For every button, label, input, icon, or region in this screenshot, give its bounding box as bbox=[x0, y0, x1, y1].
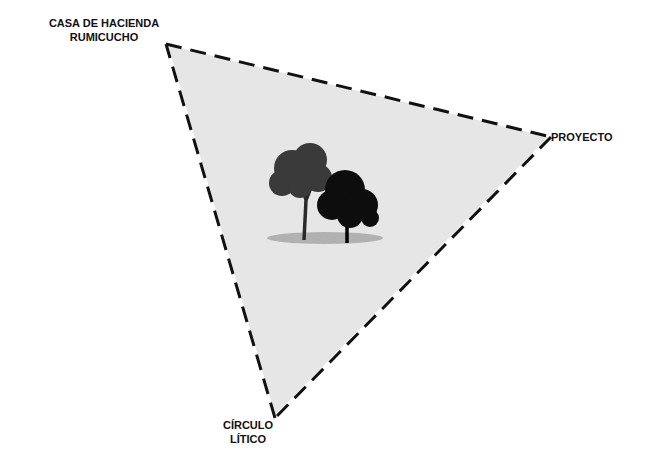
place-label: CASA DE HACIENDA RUMICUCHO bbox=[42, 16, 166, 44]
place-name: CÍRCULO LÍTICO bbox=[213, 418, 283, 446]
place-label: CÍRCULO LÍTICO bbox=[213, 418, 283, 446]
triangle-area bbox=[168, 45, 548, 415]
tree-shadow bbox=[267, 232, 383, 244]
dashed-link bbox=[166, 44, 275, 418]
place-name: CASA DE HACIENDA RUMICUCHO bbox=[42, 16, 166, 44]
dashed-link bbox=[166, 44, 551, 137]
tree-right bbox=[317, 170, 379, 243]
place-name: PROYECTO bbox=[551, 130, 635, 144]
tree-left bbox=[269, 143, 332, 240]
place-label: PROYECTO bbox=[551, 130, 635, 144]
dashed-link bbox=[275, 137, 551, 418]
